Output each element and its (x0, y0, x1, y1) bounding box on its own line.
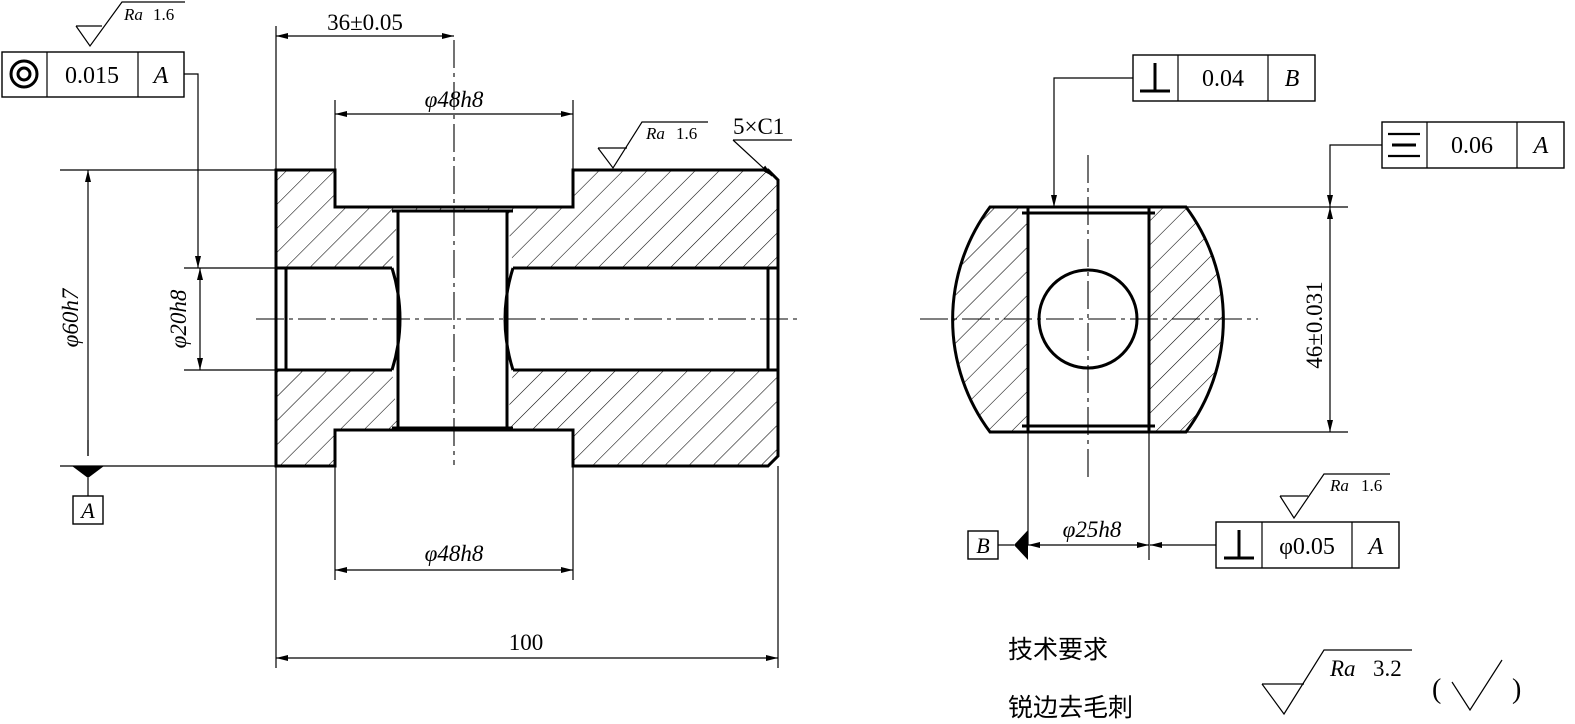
dim-height: 46±0.031 (1302, 281, 1327, 368)
perpendicularity-icon (1224, 530, 1254, 560)
datum-a-label: A (79, 498, 95, 523)
notes-heading: 技术要求 (1008, 635, 1108, 664)
fcf-perpendicularity-bottom: φ0.05 A (1215, 521, 1400, 569)
svg-text:A: A (1367, 534, 1384, 560)
dim-bottom-groove: φ48h8 (425, 541, 484, 566)
left-view: 36±0.05 φ48h8 φ48h8 100 φ60h7 A φ20h8 (1, 1, 800, 668)
svg-text:1.6: 1.6 (676, 124, 697, 143)
chamfer-note: 5×C1 (733, 114, 784, 139)
fcf-symmetry: 0.06 A (1381, 121, 1565, 169)
datum-a-triangle (72, 466, 104, 478)
roughness-symbol-right: Ra 1.6 (1279, 473, 1390, 520)
check-roughness-icon (1451, 659, 1503, 712)
svg-text:1.6: 1.6 (153, 5, 174, 24)
dim-outer-diameter: φ60h7 (58, 287, 83, 347)
dim-top-groove: φ48h8 (425, 87, 484, 112)
svg-text:1.6: 1.6 (1361, 476, 1382, 495)
symmetry-icon (1388, 132, 1420, 158)
roughness-symbol-groove: Ra 1.6 (597, 121, 708, 170)
fcf-perpendicularity-top: 0.04 B (1132, 54, 1316, 102)
svg-text:B: B (1285, 66, 1300, 92)
svg-text:φ0.05: φ0.05 (1279, 534, 1335, 560)
technical-notes: 技术要求 锐边去毛刺 Ra 3.2 ( ) (1008, 635, 1521, 722)
dim-length: 100 (509, 630, 544, 655)
svg-text:Ra: Ra (1329, 656, 1356, 681)
general-roughness-symbol: Ra 3.2 (1261, 649, 1412, 716)
perpendicularity-icon (1140, 63, 1170, 93)
svg-text:0.04: 0.04 (1202, 66, 1244, 92)
fcf-concentricity-datum: A (152, 63, 169, 89)
datum-a-box (72, 495, 104, 525)
fcf-concentricity: 0.015 A (1, 51, 185, 98)
svg-text:Ra: Ra (1329, 476, 1349, 495)
dim-slot: φ25h8 (1063, 517, 1122, 542)
datum-b-triangle (1014, 530, 1028, 560)
bracket-close: ) (1512, 674, 1521, 705)
svg-text:Ra: Ra (645, 124, 665, 143)
svg-text:Ra: Ra (123, 5, 143, 24)
left-outer-outline (274, 168, 780, 468)
svg-text:A: A (1532, 133, 1549, 159)
fcf-concentricity-tolerance: 0.015 (65, 63, 119, 89)
datum-b-box (967, 530, 999, 560)
notes-item: 锐边去毛刺 (1008, 693, 1133, 722)
svg-text:0.06: 0.06 (1451, 133, 1493, 159)
dim-offset: 36±0.05 (327, 10, 403, 35)
bracket-open: ( (1432, 674, 1441, 705)
datum-b-label: B (976, 533, 989, 558)
svg-text:3.2: 3.2 (1373, 656, 1402, 681)
concentricity-icon (9, 59, 39, 89)
left-upper-section (276, 170, 778, 268)
roughness-symbol-top: Ra 1.6 (75, 1, 185, 48)
dim-bore: φ20h8 (166, 289, 191, 348)
right-view: 0.04 B 0.06 A 46±0.031 φ25h8 (920, 54, 1565, 569)
left-lower-section (276, 370, 778, 466)
